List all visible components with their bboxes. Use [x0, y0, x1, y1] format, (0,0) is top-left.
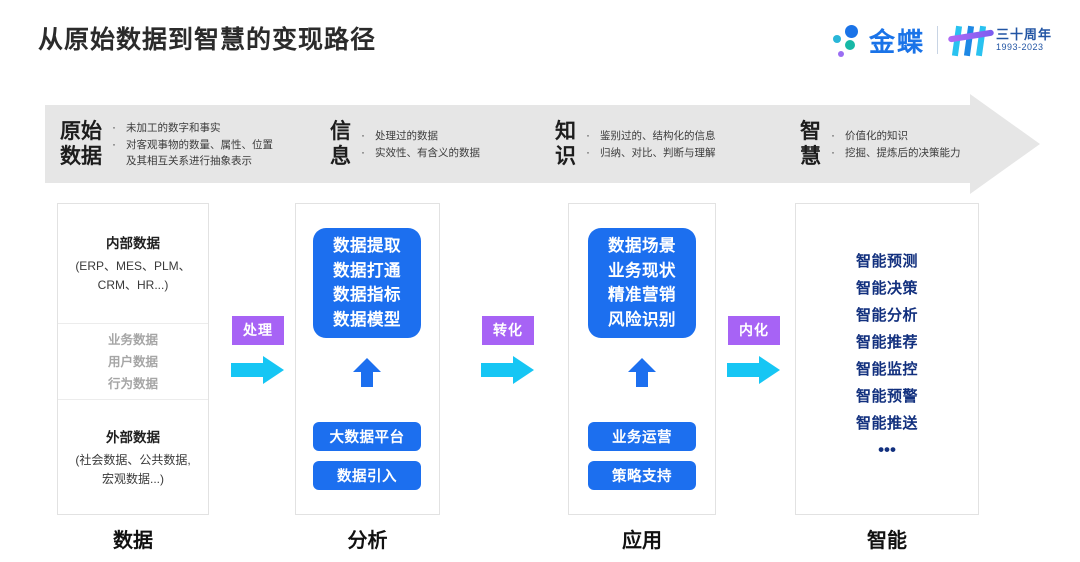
connector-transformation: 转化 — [473, 316, 543, 385]
bullet-text: 鉴别过的、结构化的信息 — [600, 130, 716, 142]
list-item: 智能监控 — [855, 361, 918, 378]
anniversary-text: 三十周年 1993-2023 — [996, 27, 1052, 53]
brand-logo: 金蝶 三十周年 1993-2023 — [831, 20, 1052, 60]
stage-bullets: · 价值化的知识 · 挖掘、提炼后的决策能力 — [831, 127, 961, 161]
stage-bullet: · 对客观事物的数量、属性、位置及其相互关系进行抽象表示 — [112, 136, 276, 169]
column-label-intelligence: 智能 — [867, 530, 907, 552]
analysis-pill-platform[interactable]: 大数据平台 — [313, 422, 421, 451]
banner-stage-knowledge: 知 识 · 鉴别过的、结构化的信息 · 归纳、对比、判断与理解 — [555, 105, 716, 183]
stage-bullets: · 处理过的数据 · 实效性、有含义的数据 — [361, 127, 480, 161]
internal-data-section: 内部数据 (ERP、MES、PLM、 CRM、HR...) — [58, 204, 208, 323]
list-item: 智能决策 — [855, 280, 918, 297]
banner-band — [45, 105, 970, 183]
stage-bullet: · 实效性、有含义的数据 — [361, 144, 480, 161]
logo-divider — [936, 26, 938, 54]
stage-bullet: · 鉴别过的、结构化的信息 — [586, 127, 716, 144]
connector-label: 内化 — [728, 316, 780, 345]
column-card-data: 内部数据 (ERP、MES、PLM、 CRM、HR...) 业务数据 用户数据 … — [57, 203, 209, 515]
bullet-dot-icon: · — [361, 128, 365, 142]
column-label-analysis: 分析 — [347, 530, 388, 552]
bullet-dot-icon: · — [586, 145, 590, 159]
bullet-text: 对客观事物的数量、属性、位置及其相互关系进行抽象表示 — [126, 139, 273, 167]
stage-bullets: · 鉴别过的、结构化的信息 · 归纳、对比、判断与理解 — [586, 127, 716, 161]
connector-arrow-icon — [231, 355, 285, 385]
bullet-text: 处理过的数据 — [375, 130, 438, 142]
connector-arrow-icon — [481, 355, 535, 385]
stage-bullet: · 挖掘、提炼后的决策能力 — [831, 144, 961, 161]
connector-processing: 处理 — [223, 316, 293, 385]
anniversary-years: 1993-2023 — [995, 42, 1044, 52]
external-data-sub: (社会数据、公共数据, 宏观数据...) — [75, 452, 191, 486]
anniversary-label: 三十周年 — [995, 27, 1052, 42]
banner-stage-information: 信 息 · 处理过的数据 · 实效性、有含义的数据 — [330, 105, 480, 183]
external-data-section: 外部数据 (社会数据、公共数据, 宏观数据...) — [58, 400, 208, 514]
application-main-box[interactable]: 数据场景 业务现状 精准营销 风险识别 — [588, 228, 696, 338]
stage-bullet: · 未加工的数字和事实 — [112, 119, 276, 136]
list-more-indicator: ••• — [878, 440, 896, 459]
intelligence-list: 智能预测 智能决策 智能分析 智能推荐 智能监控 智能预警 智能推送 ••• — [795, 248, 979, 463]
bullet-dot-icon: · — [112, 137, 116, 151]
brand-name: 金蝶 — [868, 26, 925, 57]
list-item: 智能推荐 — [855, 334, 918, 351]
data-type-item: 行为数据 — [107, 376, 158, 391]
list-item: 智能预警 — [855, 388, 918, 405]
connector-label: 处理 — [232, 316, 284, 345]
stage-name: 原始 数据 — [60, 120, 102, 168]
bullet-text: 挖掘、提炼后的决策能力 — [845, 147, 961, 159]
connector-label: 转化 — [482, 316, 534, 345]
column-label-application: 应用 — [622, 530, 662, 552]
application-pill-strategy[interactable]: 策略支持 — [588, 461, 696, 490]
column-card-intelligence — [795, 203, 979, 515]
bullet-text: 实效性、有含义的数据 — [375, 147, 480, 159]
internal-data-sub: (ERP、MES、PLM、 CRM、HR...) — [75, 259, 191, 292]
application-up-arrow-icon — [625, 355, 659, 389]
data-types-section: 业务数据 用户数据 行为数据 — [58, 323, 208, 400]
list-item: 智能推送 — [855, 415, 918, 432]
bullet-text: 价值化的知识 — [845, 130, 908, 142]
stage-name: 知 识 — [555, 120, 576, 168]
bullet-dot-icon: · — [112, 120, 116, 134]
page-title: 从原始数据到智慧的变现路径 — [38, 26, 377, 54]
stage-bullet: · 价值化的知识 — [831, 127, 961, 144]
bullet-dot-icon: · — [831, 128, 835, 142]
banner-stage-raw-data: 原始 数据 · 未加工的数字和事实 · 对客观事物的数量、属性、位置及其相互关系… — [60, 105, 276, 183]
bullet-text: 归纳、对比、判断与理解 — [600, 147, 716, 159]
bullet-dot-icon: · — [831, 145, 835, 159]
banner-stage-wisdom: 智 慧 · 价值化的知识 · 挖掘、提炼后的决策能力 — [800, 105, 961, 183]
application-pill-operations[interactable]: 业务运营 — [588, 422, 696, 451]
stage-bullet: · 归纳、对比、判断与理解 — [586, 144, 716, 161]
connector-internalization: 内化 — [719, 316, 789, 385]
list-item: 智能分析 — [855, 307, 918, 324]
list-item: 智能预测 — [855, 253, 918, 270]
analysis-up-arrow-icon — [350, 355, 384, 389]
stage-name: 信 息 — [330, 120, 351, 168]
banner-arrowhead-icon — [970, 94, 1040, 194]
stage-banner: 原始 数据 · 未加工的数字和事实 · 对客观事物的数量、属性、位置及其相互关系… — [45, 94, 1040, 194]
bullet-dot-icon: · — [361, 145, 365, 159]
bullet-dot-icon: · — [586, 128, 590, 142]
stage-bullets: · 未加工的数字和事实 · 对客观事物的数量、属性、位置及其相互关系进行抽象表示 — [112, 119, 276, 169]
anniversary-mark-icon — [947, 22, 995, 58]
external-data-title: 外部数据 — [106, 429, 160, 445]
connector-arrow-icon — [727, 355, 781, 385]
stage-bullet: · 处理过的数据 — [361, 127, 480, 144]
data-type-item: 业务数据 — [107, 332, 158, 347]
analysis-main-box[interactable]: 数据提取 数据打通 数据指标 数据模型 — [313, 228, 421, 338]
analysis-pill-ingest[interactable]: 数据引入 — [313, 461, 421, 490]
bullet-text: 未加工的数字和事实 — [126, 122, 221, 134]
stage-name: 智 慧 — [800, 120, 821, 168]
kingdee-dots-icon — [831, 23, 865, 57]
data-type-item: 用户数据 — [107, 354, 158, 369]
internal-data-title: 内部数据 — [106, 236, 160, 251]
column-label-data: 数据 — [113, 530, 153, 552]
